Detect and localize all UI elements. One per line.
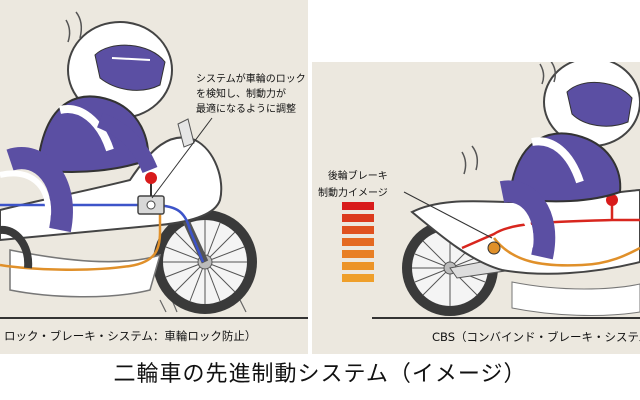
suit-stripe xyxy=(59,105,114,152)
legend-leader xyxy=(403,191,493,239)
abs-motorcycle-illustration xyxy=(0,11,308,319)
intensity-bar xyxy=(342,214,374,222)
page-title: 二輪車の先進制動システム（イメージ） xyxy=(113,362,527,387)
motion-lines xyxy=(461,145,479,175)
motion-lines xyxy=(65,11,83,43)
leg-stripe xyxy=(0,170,52,216)
helmet-visor xyxy=(94,44,166,91)
helmet-visor xyxy=(566,81,633,127)
cbs-panel xyxy=(312,62,640,354)
motion-lines-top xyxy=(539,62,557,85)
engine-cover xyxy=(9,249,162,298)
rear-brake-line xyxy=(493,237,640,267)
abs-caption: ロック・ブレーキ・システム：車輪ロック防止） xyxy=(4,329,257,343)
rider-leg xyxy=(499,180,556,260)
windscreen xyxy=(177,118,195,148)
intensity-bar xyxy=(342,226,374,234)
rider-leg xyxy=(6,147,73,233)
leg-stripe xyxy=(491,203,534,248)
abs-annotation: システムが車輪のロック を検知し、制動力が 最適になるように調整 xyxy=(196,74,306,115)
rear-brake-legend-label: 後輪ブレーキ 制動力イメージ xyxy=(318,171,388,199)
front-brake-lever xyxy=(145,172,157,184)
rider-arm xyxy=(96,112,158,174)
rider-torso xyxy=(39,95,150,173)
abs-panel xyxy=(0,0,308,354)
abs-modulator-valve xyxy=(146,200,156,210)
cbs-motorcycle-illustration xyxy=(342,62,640,319)
cbs-caption: CBS（コンバインド・ブレーキ・システム： xyxy=(432,330,640,344)
motorcycle-body xyxy=(410,188,640,275)
brake-lever xyxy=(606,194,618,206)
suit-stripe xyxy=(531,137,584,184)
intensity-bar xyxy=(342,238,374,246)
visor-shine xyxy=(111,57,151,61)
intensity-bar xyxy=(342,202,374,210)
rear-caliper xyxy=(487,241,501,255)
rear-wheel-edge xyxy=(0,225,33,269)
rider xyxy=(461,62,640,260)
rear-brake-line xyxy=(0,210,162,271)
intensity-bar xyxy=(342,274,374,282)
annotation-leader xyxy=(151,117,213,199)
intensity-bar xyxy=(342,262,374,270)
engine-cover xyxy=(511,281,640,316)
braking-intensity-bars xyxy=(342,202,374,282)
intensity-bar xyxy=(342,250,374,258)
rider xyxy=(0,11,173,233)
